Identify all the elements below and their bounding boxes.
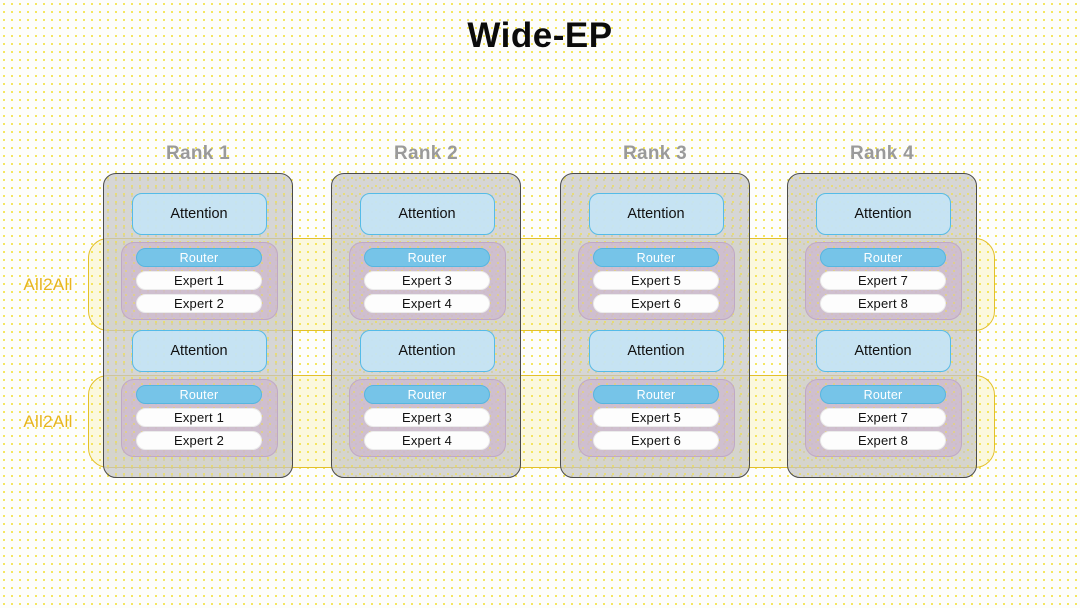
attention-block: Attention <box>131 330 267 372</box>
layer-block: Attention Router Expert 7 Expert 8 <box>788 330 978 457</box>
expert-block: Expert 7 <box>820 271 946 290</box>
expert-block: Expert 6 <box>593 431 719 450</box>
router-block: Router <box>820 248 946 267</box>
rank-label-4: Rank 4 <box>849 143 915 164</box>
expert-group: Router Expert 3 Expert 4 <box>348 379 506 457</box>
expert-block: Expert 2 <box>136 294 262 313</box>
expert-block: Expert 4 <box>364 294 490 313</box>
rank-column-1: Rank 1 Attention Router Expert 1 Expert … <box>103 143 293 478</box>
expert-block: Expert 8 <box>820 294 946 313</box>
expert-block: Expert 2 <box>136 431 262 450</box>
expert-block: Expert 5 <box>593 271 719 290</box>
expert-block: Expert 3 <box>364 271 490 290</box>
layer-block: Attention Router Expert 5 Expert 6 <box>561 193 751 320</box>
router-block: Router <box>364 248 490 267</box>
layer-block: Attention Router Expert 1 Expert 2 <box>104 193 294 320</box>
attention-block: Attention <box>815 193 951 235</box>
layer-block: Attention Router Expert 5 Expert 6 <box>561 330 751 457</box>
attention-block: Attention <box>359 330 495 372</box>
rank-label-2: Rank 2 <box>393 143 459 164</box>
expert-block: Expert 5 <box>593 408 719 427</box>
expert-block: Expert 1 <box>136 271 262 290</box>
rank-box-2: Attention Router Expert 3 Expert 4 Atten… <box>331 173 521 478</box>
rank-column-4: Rank 4 Attention Router Expert 7 Expert … <box>787 143 977 478</box>
rank-label-1: Rank 1 <box>165 143 231 164</box>
expert-block: Expert 3 <box>364 408 490 427</box>
expert-group: Router Expert 7 Expert 8 <box>804 242 962 320</box>
expert-block: Expert 4 <box>364 431 490 450</box>
router-block: Router <box>136 385 262 404</box>
rank-box-3: Attention Router Expert 5 Expert 6 Atten… <box>560 173 750 478</box>
expert-group: Router Expert 5 Expert 6 <box>577 242 735 320</box>
expert-block: Expert 7 <box>820 408 946 427</box>
expert-block: Expert 6 <box>593 294 719 313</box>
layer-block: Attention Router Expert 7 Expert 8 <box>788 193 978 320</box>
attention-block: Attention <box>588 330 724 372</box>
all2all-label-bottom: All2All <box>23 412 73 431</box>
router-block: Router <box>593 248 719 267</box>
layer-block: Attention Router Expert 3 Expert 4 <box>332 330 522 457</box>
expert-group: Router Expert 1 Expert 2 <box>120 379 278 457</box>
rank-column-2: Rank 2 Attention Router Expert 3 Expert … <box>331 143 521 478</box>
expert-block: Expert 8 <box>820 431 946 450</box>
expert-group: Router Expert 5 Expert 6 <box>577 379 735 457</box>
rank-box-1: Attention Router Expert 1 Expert 2 Atten… <box>103 173 293 478</box>
router-block: Router <box>820 385 946 404</box>
attention-block: Attention <box>588 193 724 235</box>
page-title: Wide-EP <box>467 16 613 55</box>
rank-column-3: Rank 3 Attention Router Expert 5 Expert … <box>560 143 750 478</box>
layer-block: Attention Router Expert 3 Expert 4 <box>332 193 522 320</box>
expert-group: Router Expert 7 Expert 8 <box>804 379 962 457</box>
attention-block: Attention <box>131 193 267 235</box>
router-block: Router <box>136 248 262 267</box>
rank-box-4: Attention Router Expert 7 Expert 8 Atten… <box>787 173 977 478</box>
router-block: Router <box>364 385 490 404</box>
expert-block: Expert 1 <box>136 408 262 427</box>
expert-group: Router Expert 3 Expert 4 <box>348 242 506 320</box>
router-block: Router <box>593 385 719 404</box>
rank-label-3: Rank 3 <box>622 143 688 164</box>
all2all-label-top: All2All <box>23 275 73 294</box>
attention-block: Attention <box>359 193 495 235</box>
layer-block: Attention Router Expert 1 Expert 2 <box>104 330 294 457</box>
attention-block: Attention <box>815 330 951 372</box>
expert-group: Router Expert 1 Expert 2 <box>120 242 278 320</box>
